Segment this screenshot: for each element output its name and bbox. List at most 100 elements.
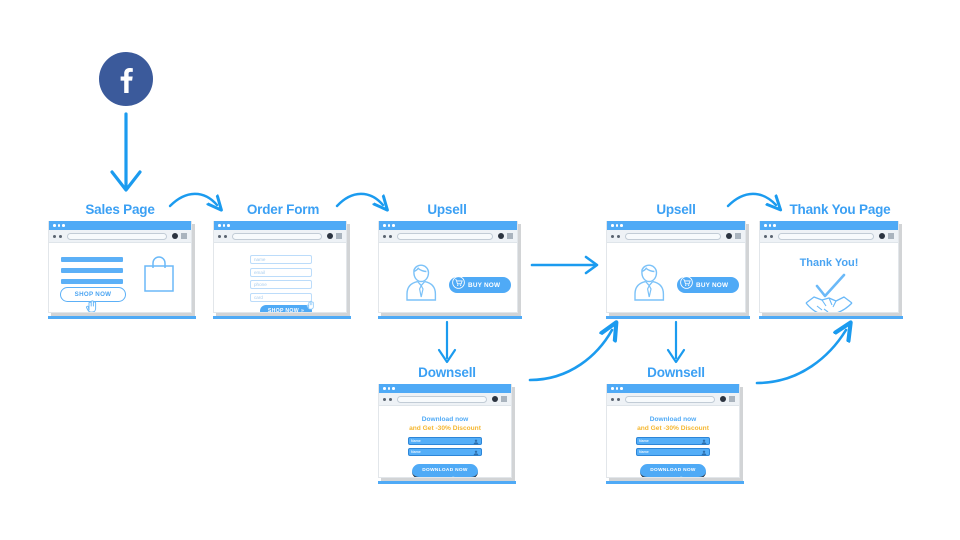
page-viewport: SHOP NOW: [49, 243, 191, 312]
browser-titlebar: [607, 221, 745, 230]
mockup-thank-you-page: Thank You!: [759, 221, 899, 313]
downsell-subheadline: and Get -30% Discount: [637, 425, 709, 432]
address-bar[interactable]: [67, 232, 167, 240]
page-title-thank-you: Thank You Page: [789, 202, 891, 217]
phone-field[interactable]: phone: [250, 280, 312, 289]
back-icon[interactable]: [53, 234, 56, 238]
gear-icon[interactable]: [498, 233, 504, 239]
name-field-2[interactable]: Name: [636, 448, 710, 456]
forward-icon[interactable]: [389, 397, 392, 401]
businessman-icon: [401, 259, 441, 310]
mockup-base-order-form: [213, 316, 351, 319]
download-now-label: DOWNLOAD NOW: [422, 468, 468, 473]
download-now-button[interactable]: DOWNLOAD NOW: [640, 464, 706, 477]
page-title-upsell-1: Upsell: [427, 202, 467, 217]
browser-toolbar: [760, 230, 898, 243]
menu-icon[interactable]: [735, 233, 741, 239]
chevron-right-icon: »: [300, 308, 305, 312]
browser-toolbar: [607, 393, 739, 406]
shop-now-button[interactable]: SHOP NOW »: [260, 305, 312, 312]
arrow-upsell-1-to-downsell-1: [437, 320, 457, 364]
gear-icon[interactable]: [720, 396, 726, 402]
back-icon[interactable]: [611, 397, 614, 401]
gear-icon[interactable]: [879, 233, 885, 239]
gear-icon[interactable]: [172, 233, 178, 239]
forward-icon[interactable]: [224, 234, 227, 238]
hand-cursor-icon: [306, 297, 315, 312]
back-icon[interactable]: [383, 234, 386, 238]
address-bar[interactable]: [397, 395, 487, 403]
gear-icon[interactable]: [492, 396, 498, 402]
shop-now-label: SHOP NOW: [267, 308, 299, 312]
buy-now-label: BUY NOW: [468, 281, 501, 289]
page-viewport: BUY NOW: [607, 243, 745, 312]
address-bar[interactable]: [625, 395, 715, 403]
arrow-order-form-to-upsell-1: [335, 192, 383, 206]
headline-bars: [61, 257, 123, 290]
buy-now-button[interactable]: BUY NOW: [449, 276, 511, 294]
user-icon: [473, 443, 479, 461]
mockup-base-downsell-2: [606, 481, 744, 484]
email-field[interactable]: email: [250, 267, 312, 277]
mockup-upsell-1: BUY NOW: [378, 221, 518, 313]
download-now-button[interactable]: DOWNLOAD NOW: [412, 464, 478, 477]
browser-toolbar: [379, 230, 517, 243]
browser-titlebar: [607, 384, 739, 393]
arrow-upsell-2-to-thank-you: [726, 192, 776, 206]
hand-cursor-icon: [675, 474, 686, 477]
address-bar[interactable]: [778, 232, 874, 240]
forward-icon[interactable]: [617, 397, 620, 401]
menu-icon[interactable]: [729, 396, 735, 402]
back-icon[interactable]: [764, 234, 767, 238]
browser-titlebar: [49, 221, 191, 230]
name-field[interactable]: Name: [636, 437, 710, 445]
back-icon[interactable]: [383, 397, 386, 401]
gear-icon[interactable]: [726, 233, 732, 239]
page-viewport: name email phone card SHOP NOW »: [214, 243, 346, 312]
gear-icon[interactable]: [327, 233, 333, 239]
mockup-downsell-1: Download now and Get -30% Discount Name …: [378, 384, 512, 478]
address-bar[interactable]: [232, 232, 322, 240]
shopping-cart-icon: [452, 276, 465, 294]
name-field[interactable]: Name: [408, 437, 482, 445]
user-icon: [701, 432, 707, 450]
mockup-base-upsell-2: [606, 316, 750, 319]
address-bar[interactable]: [397, 232, 493, 240]
mockup-base-downsell-1: [378, 481, 516, 484]
browser-titlebar: [379, 384, 511, 393]
menu-icon[interactable]: [181, 233, 187, 239]
buy-now-button[interactable]: BUY NOW: [677, 276, 739, 293]
menu-icon[interactable]: [507, 233, 513, 239]
back-icon[interactable]: [218, 234, 221, 238]
downsell-headline: Download now: [649, 416, 697, 423]
facebook-icon[interactable]: [99, 52, 153, 106]
menu-icon[interactable]: [336, 233, 342, 239]
page-title-upsell-2: Upsell: [656, 202, 696, 217]
browser-titlebar: [760, 221, 898, 230]
forward-icon[interactable]: [59, 234, 62, 238]
menu-icon[interactable]: [501, 396, 507, 402]
arrow-facebook-to-sales-page: [110, 112, 142, 192]
forward-icon[interactable]: [617, 234, 620, 238]
shop-now-label: SHOP NOW: [74, 291, 112, 298]
page-title-sales-page: Sales Page: [85, 202, 155, 217]
arrow-sales-page-to-order-form: [168, 192, 217, 206]
mockup-base-thank-you-page: [759, 316, 903, 319]
menu-icon[interactable]: [888, 233, 894, 239]
arrow-downsell-1-to-upsell-2: [528, 330, 612, 382]
name-field[interactable]: name: [250, 255, 312, 264]
browser-toolbar: [379, 393, 511, 406]
thank-you-headline: Thank You!: [799, 257, 859, 269]
browser-toolbar: [214, 230, 346, 243]
back-icon[interactable]: [611, 234, 614, 238]
forward-icon[interactable]: [389, 234, 392, 238]
forward-icon[interactable]: [770, 234, 773, 238]
handshake-check-icon: [802, 273, 856, 312]
card-field[interactable]: card: [250, 292, 312, 302]
address-bar[interactable]: [625, 232, 721, 240]
page-title-order-form: Order Form: [246, 202, 320, 217]
businessman-icon: [629, 259, 669, 310]
buy-now-label: BUY NOW: [696, 281, 729, 289]
name-field-2[interactable]: Name: [408, 448, 482, 456]
